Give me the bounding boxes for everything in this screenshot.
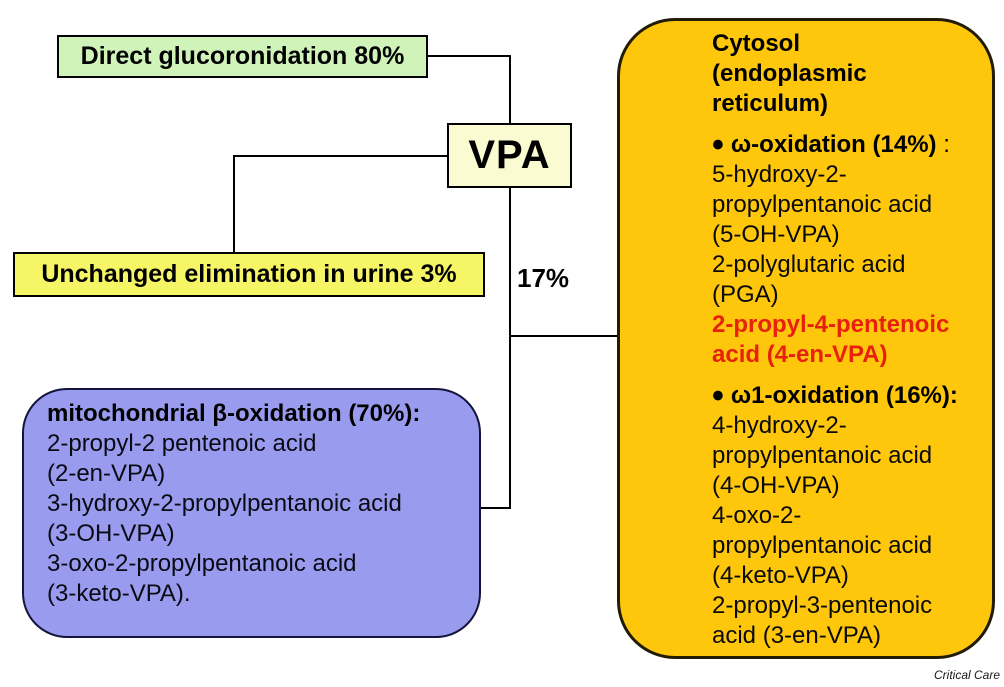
omega1-oxidation-heading: •ω1-oxidation (16%): xyxy=(712,377,958,415)
unchanged-elimination-box: Unchanged elimination in urine 3% xyxy=(13,252,485,297)
omega1-oxidation-section: •ω1-oxidation (16%): 4-hydroxy-2- propylp… xyxy=(712,377,986,651)
omega-oxidation-metabolite-lines: 5-hydroxy-2- propylpentanoic acid (5-OH-VP… xyxy=(712,160,986,310)
text-line: reticulum) xyxy=(712,90,829,117)
text-line: (4-keto-VPA) xyxy=(712,562,849,589)
text-line: 2-polyglutaric acid xyxy=(712,251,906,278)
text-line: 2-propyl-3-pentenoic xyxy=(712,592,933,619)
text-line: 2-propyl-2 pentenoic acid xyxy=(47,430,317,457)
text-line: propylpentanoic acid xyxy=(712,191,933,218)
direct-glucoronidation-box: Direct glucoronidation 80% xyxy=(57,35,428,78)
vpa-label: VPA xyxy=(468,133,551,177)
text-line: 4-hydroxy-2- xyxy=(712,412,847,439)
connector-to-mitochondrial-horizontal xyxy=(477,507,511,509)
text-line: 5-hydroxy-2- xyxy=(712,161,847,188)
vpa-box: VPA xyxy=(447,123,572,188)
text-line: acid (4-en-VPA) xyxy=(712,341,888,368)
text-line: 4-oxo-2- xyxy=(712,502,802,529)
text-line: (4-OH-VPA) xyxy=(712,472,840,499)
connector-green-to-vpa-vertical xyxy=(509,55,511,125)
direct-glucoronidation-label: Direct glucoronidation 80% xyxy=(80,42,405,70)
bullet-icon: • xyxy=(712,126,724,164)
cytosol-box: Cytosol (endoplasmic reticulum) •ω-oxidati… xyxy=(617,18,995,659)
text-line: (PGA) xyxy=(712,281,779,308)
cytosol-title: Cytosol (endoplasmic reticulum) xyxy=(712,29,986,119)
text-line: (3-keto-VPA). xyxy=(47,580,191,607)
text-line: 3-hydroxy-2-propylpentanoic acid xyxy=(47,490,402,517)
unchanged-elimination-label: Unchanged elimination in urine 3% xyxy=(41,260,457,288)
omega-oxidation-section: •ω-oxidation (14%) : 5-hydroxy-2- propylp… xyxy=(712,126,986,370)
text-line: (endoplasmic xyxy=(712,60,867,87)
mitochondrial-beta-oxidation-title: mitochondrial β-oxidation (70%): xyxy=(47,400,421,427)
omega1-oxidation-metabolite-lines: 4-hydroxy-2- propylpentanoic acid (4-OH-VP… xyxy=(712,411,986,651)
text-line: acid (3-en-VPA) xyxy=(712,622,881,649)
branch-percent-label: 17% xyxy=(517,263,570,293)
text-line: Cytosol xyxy=(712,30,801,57)
connector-to-cytosol-horizontal xyxy=(509,335,619,337)
connector-green-to-vpa-horizontal xyxy=(428,55,511,57)
journal-credit: Critical Care xyxy=(933,668,1000,682)
text-line: 2-propyl-4-pentenoic xyxy=(712,311,950,338)
connector-vpa-to-urine-horizontal xyxy=(233,155,447,157)
text-line: propylpentanoic acid xyxy=(712,532,933,559)
mitochondrial-metabolite-lines: 2-propyl-2 pentenoic acid (2-en-VPA) 3-hyd… xyxy=(47,429,471,609)
text-line: propylpentanoic acid xyxy=(712,442,933,469)
text-line: 3-oxo-2-propylpentanoic acid xyxy=(47,550,357,577)
mitochondrial-beta-oxidation-box: mitochondrial β-oxidation (70%): 2-propy… xyxy=(22,388,481,638)
bullet-icon: • xyxy=(712,377,724,415)
text-line: (5-OH-VPA) xyxy=(712,221,840,248)
highlighted-metabolite-lines: 2-propyl-4-pentenoic acid (4-en-VPA) xyxy=(712,310,986,370)
text-line: (2-en-VPA) xyxy=(47,460,166,487)
connector-vpa-to-urine-vertical xyxy=(233,155,235,254)
connector-vpa-bottom-vertical xyxy=(509,187,511,509)
text-line: (3-OH-VPA) xyxy=(47,520,175,547)
omega-oxidation-heading: •ω-oxidation (14%) : xyxy=(712,126,950,164)
